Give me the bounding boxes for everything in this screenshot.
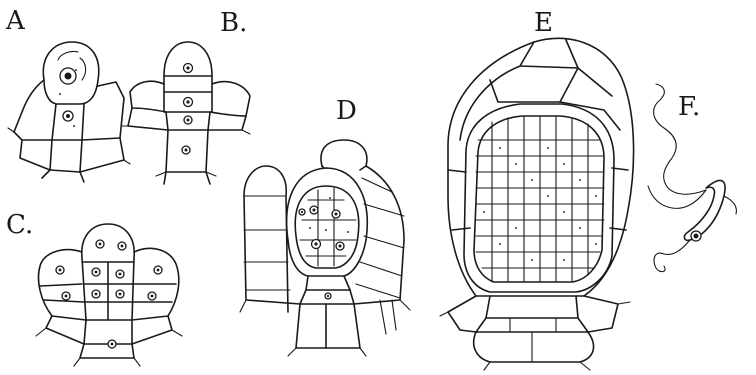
panel-d-drawing: [240, 140, 410, 356]
panel-a-drawing: [8, 42, 130, 182]
panel-e-drawing: [440, 38, 634, 370]
panel-c-drawing: [36, 224, 182, 366]
panel-b-drawing: [122, 42, 250, 184]
panel-f-drawing: [648, 84, 736, 272]
spermatocyte-grid: [476, 116, 604, 282]
